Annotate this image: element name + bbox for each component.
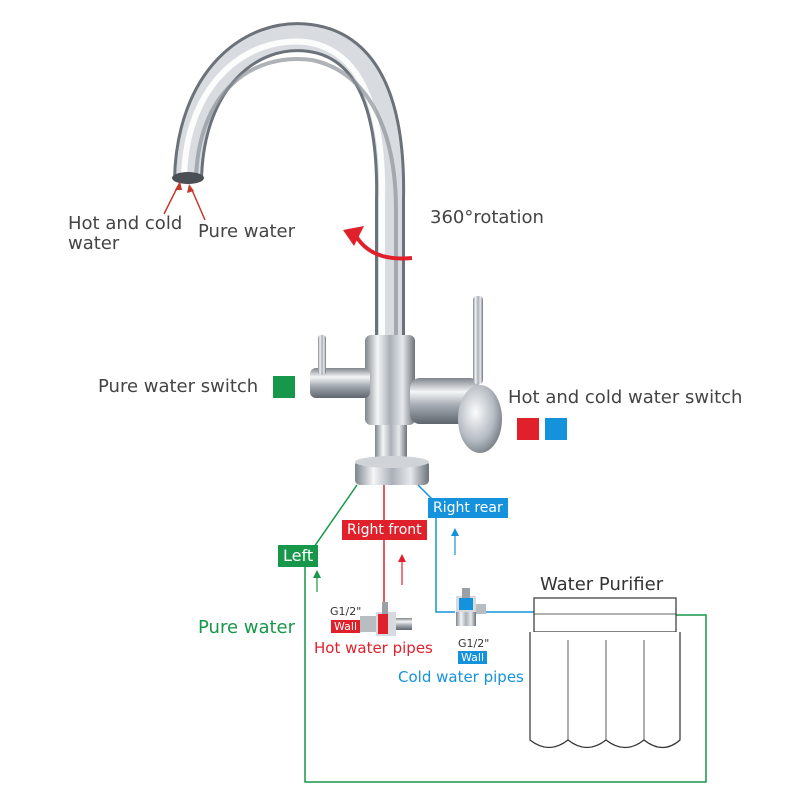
pure-water-outlet-label: Pure water — [198, 221, 296, 242]
pure-water-line-label: Pure water — [198, 617, 296, 638]
hot-valve-wall-label: Wall — [331, 620, 361, 633]
hot-cold-switch-label: Hot and cold water switch — [508, 387, 743, 408]
faucet-spout — [172, 22, 406, 340]
cold-valve-wall-label: Wall — [458, 651, 488, 664]
pure-water-swatch — [273, 376, 295, 398]
cold-valve-size-label: G1/2" — [458, 637, 490, 650]
pure-water-switch-label: Pure water switch — [98, 376, 259, 397]
rotation-arrow-icon — [343, 226, 413, 261]
left-tag: Left — [278, 545, 319, 567]
faucet-body — [355, 335, 429, 485]
hot-water-swatch — [517, 418, 539, 440]
pure-water-switch-arm — [310, 335, 370, 398]
rotation-label: 360°rotation — [430, 207, 544, 228]
right-front-tag: Right front — [342, 520, 427, 540]
hot-water-pipes-label: Hot water pipes — [314, 639, 433, 657]
hot-water-pipe — [383, 485, 406, 612]
angle-valve-icon — [360, 602, 412, 636]
water-purifier-label: Water Purifier — [540, 574, 664, 595]
outlet-pointer-arrows — [163, 181, 206, 221]
angle-valve-icon — [456, 588, 486, 626]
cold-water-swatch — [545, 418, 567, 440]
water-purifier-icon — [529, 597, 681, 749]
hot-valve-size-label: G1/2" — [330, 605, 362, 618]
cold-water-pipes-label: Cold water pipes — [398, 668, 524, 686]
hot-cold-switch-arm — [410, 296, 502, 453]
hot-and-cold-water-label: Hot and cold water — [68, 213, 183, 254]
cold-water-pipe — [417, 484, 534, 613]
right-rear-tag: Right rear — [428, 498, 508, 518]
